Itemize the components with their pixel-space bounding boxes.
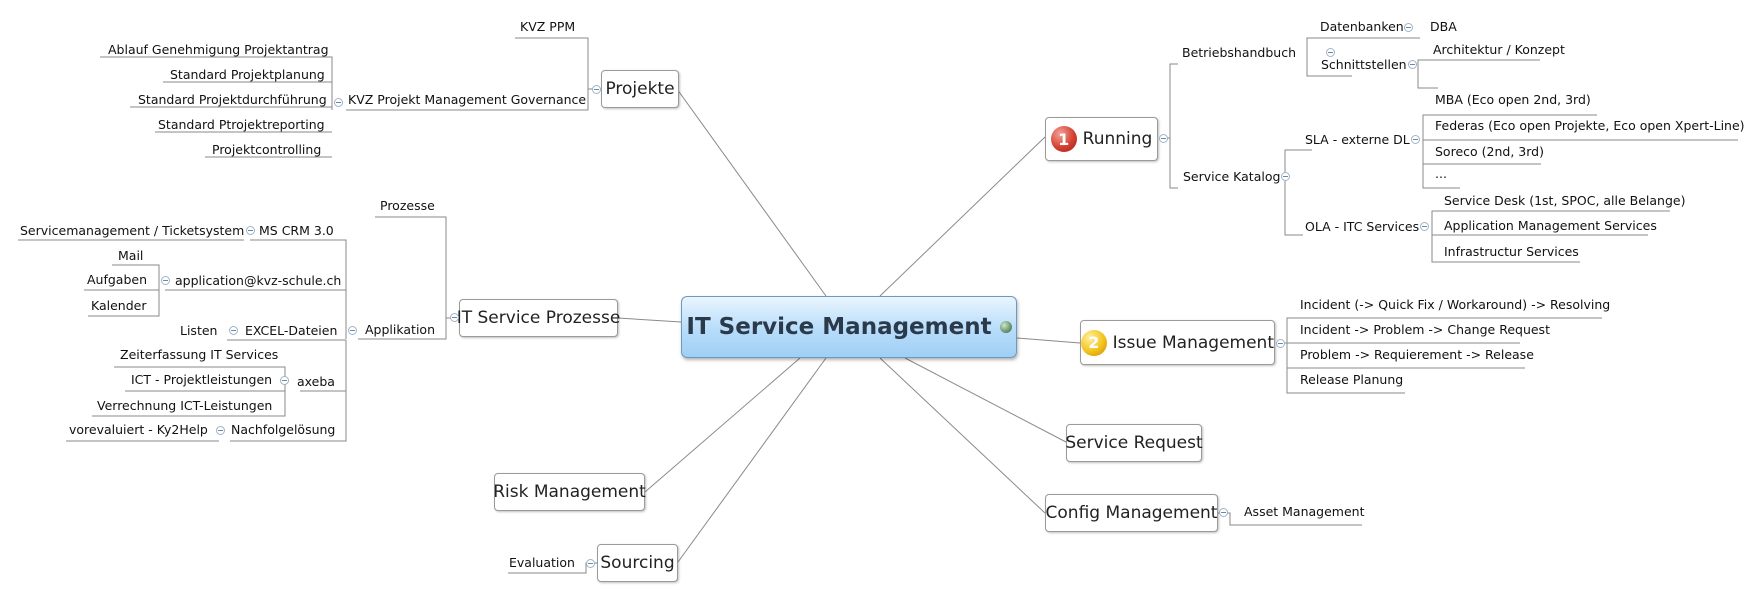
topic-sourcing[interactable]: Sourcing [597,544,678,582]
collapse-datenbanken-icon[interactable] [1404,23,1413,32]
label-architektur[interactable]: Architektur / Konzept [1433,42,1565,57]
label-mail-item[interactable]: Kalender [91,298,147,313]
topic-risk-management[interactable]: Risk Management [493,473,646,511]
label-issue-item[interactable]: Incident -> Problem -> Change Request [1300,322,1550,337]
label-servicemanagement[interactable]: Servicemanagement / Ticketsystem [20,223,245,238]
collapse-running-icon[interactable] [1159,134,1168,143]
label-sla-item[interactable]: ... [1435,166,1447,181]
label-governance-item[interactable]: Standard Ptrojektreporting [158,117,325,132]
collapse-axeba-icon[interactable] [280,376,289,385]
label-ola[interactable]: OLA - ITC Services [1305,219,1420,234]
topic-running[interactable]: 1 Running [1045,117,1158,161]
label-issue-item[interactable]: Release Planung [1300,372,1404,387]
central-topic[interactable]: IT Service Management [681,296,1017,358]
priority-2-icon: 2 [1081,329,1107,356]
collapse-excel-icon[interactable] [229,326,238,335]
label-sla-item[interactable]: Federas (Eco open Projekte, Eco open Xpe… [1435,118,1745,133]
label-schnittstellen[interactable]: Schnittstellen [1321,57,1407,72]
label-issue-item[interactable]: Problem -> Requierement -> Release [1300,347,1534,362]
link-config [879,357,1046,514]
collapse-service-katalog-icon[interactable] [1281,172,1290,181]
label-ola-item[interactable]: Application Management Services [1444,218,1657,233]
label-sla-item[interactable]: Soreco (2nd, 3rd) [1435,144,1544,159]
topic-projekte[interactable]: Projekte [601,70,679,108]
collapse-app-mail-icon[interactable] [161,276,170,285]
globe-icon [999,321,1012,333]
central-topic-label: IT Service Management [686,314,992,340]
collapse-governance-icon[interactable] [334,98,343,107]
collapse-ms-crm-icon[interactable] [246,226,255,235]
link-service-request [904,357,1067,443]
label-ola-item[interactable]: Service Desk (1st, SPOC, alle Belange) [1444,193,1686,208]
link-it-prozesse [617,317,682,323]
label-evaluation[interactable]: Evaluation [509,555,575,570]
label-listen[interactable]: Listen [180,323,218,338]
link-sourcing [677,357,827,563]
topic-service-request-label: Service Request [1065,433,1203,453]
topic-issue-management-label: Issue Management [1112,332,1274,353]
label-dba[interactable]: DBA [1430,19,1457,34]
label-datenbanken[interactable]: Datenbanken [1320,19,1404,34]
topic-config-management[interactable]: Config Management [1045,494,1218,532]
label-kvz-ppm[interactable]: KVZ PPM [520,19,576,34]
label-kvz-governance[interactable]: KVZ Projekt Management Governance [348,92,587,107]
link-risk [644,357,801,493]
label-mail-item[interactable]: Aufgaben [87,272,148,287]
label-governance-item[interactable]: Projektcontrolling [212,142,322,157]
topic-service-request[interactable]: Service Request [1065,424,1203,462]
label-governance-item[interactable]: Standard Projektdurchführung [138,92,327,107]
collapse-schnittstellen-icon[interactable] [1408,60,1417,69]
collapse-applikation-icon[interactable] [348,326,357,335]
label-asset-management[interactable]: Asset Management [1244,504,1365,519]
label-app-mail[interactable]: application@kvz-schule.ch [175,273,342,288]
collapse-sourcing-icon[interactable] [586,559,595,568]
collapse-betriebshandbuch-icon[interactable] [1326,48,1335,57]
label-axeba[interactable]: axeba [297,374,335,389]
topic-it-service-prozesse-label: IT Service Prozesse [456,308,621,328]
topic-projekte-label: Projekte [605,79,675,99]
label-axeba-item[interactable]: Verrechnung ICT-Leistungen [97,398,273,413]
label-excel[interactable]: EXCEL-Dateien [245,323,338,338]
collapse-sla-icon[interactable] [1411,135,1420,144]
label-ms-crm[interactable]: MS CRM 3.0 [259,223,334,238]
label-sla[interactable]: SLA - externe DL [1305,132,1410,147]
label-axeba-item[interactable]: Zeiterfassung IT Services [120,347,279,362]
collapse-nachfolge-icon[interactable] [216,426,225,435]
label-vorevaluiert[interactable]: vorevaluiert - Ky2Help [69,422,208,437]
label-prozesse[interactable]: Prozesse [380,198,435,213]
label-axeba-item[interactable]: ICT - Projektleistungen [131,372,273,387]
label-mail-item[interactable]: Mail [118,248,144,263]
label-service-katalog[interactable]: Service Katalog [1183,169,1281,184]
collapse-issue-icon[interactable] [1276,339,1285,348]
label-governance-item[interactable]: Standard Projektplanung [170,67,325,82]
topic-running-label: Running [1082,129,1153,149]
collapse-ola-icon[interactable] [1420,222,1429,231]
topic-config-management-label: Config Management [1045,503,1218,523]
collapse-projekte-icon[interactable] [592,85,601,94]
topic-risk-management-label: Risk Management [493,482,646,502]
label-ola-item[interactable]: Infrastructur Services [1444,244,1579,259]
link-running [879,136,1046,297]
label-issue-item[interactable]: Incident (-> Quick Fix / Workaround) -> … [1300,297,1611,312]
topic-issue-management[interactable]: 2 Issue Management [1080,320,1275,365]
topic-sourcing-label: Sourcing [600,553,675,573]
label-betriebshandbuch[interactable]: Betriebshandbuch [1182,45,1297,60]
label-nachfolge[interactable]: Nachfolgelösung [231,422,336,437]
label-sla-item[interactable]: MBA (Eco open 2nd, 3rd) [1435,92,1591,107]
collapse-it-prozesse-icon[interactable] [450,313,459,322]
priority-1-icon: 1 [1050,126,1077,152]
link-projekte [676,88,827,297]
topic-it-service-prozesse[interactable]: IT Service Prozesse [456,299,621,337]
label-governance-item[interactable]: Ablauf Genehmigung Projektantrag [108,42,329,57]
collapse-config-icon[interactable] [1219,508,1228,517]
link-issue [1016,337,1081,344]
label-applikation[interactable]: Applikation [365,322,435,337]
